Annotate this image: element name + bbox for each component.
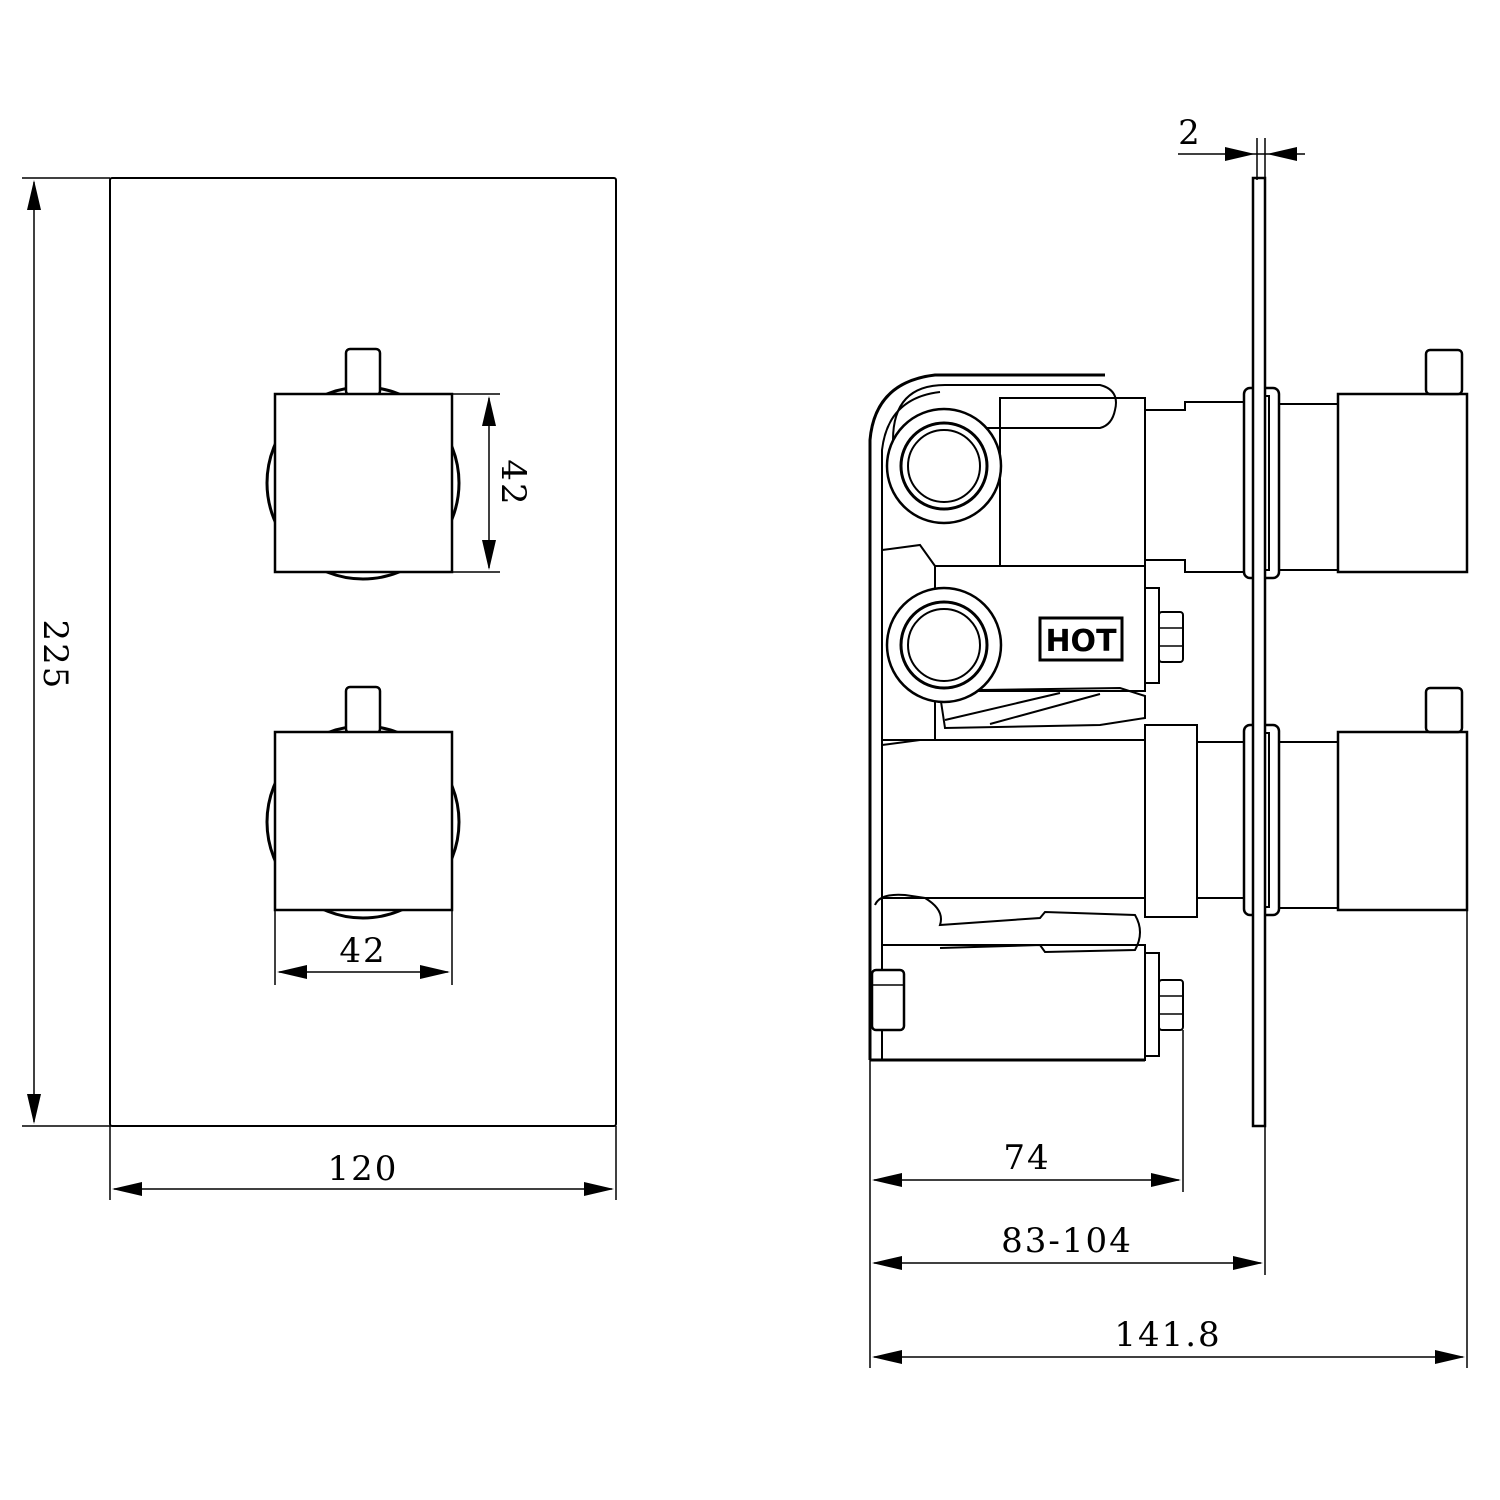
dimension-height: 225 (22, 177, 110, 1127)
height-label: 225 (35, 620, 75, 691)
dimension-body-depth: 74 (872, 1138, 1181, 1187)
lower-pipe (870, 893, 1141, 1032)
dimension-adjustable-depth: 83-104 (872, 1221, 1263, 1270)
dimension-plate-thickness: 2 (1178, 113, 1305, 180)
upper-bolt (1158, 611, 1184, 663)
upper-outlet-port (885, 407, 1003, 525)
handle-width-label: 42 (339, 931, 386, 971)
hot-label: HOT (1045, 624, 1117, 659)
front-plate (109, 177, 617, 1127)
wall-plate (1251, 176, 1267, 1128)
dimension-width: 120 (109, 1126, 617, 1200)
upper-handle (265, 347, 461, 581)
side-view: HOT (868, 113, 1469, 1368)
lower-cartridge (1196, 723, 1340, 917)
dimension-handle-width: 42 (274, 910, 453, 985)
handle-height-label: 42 (493, 459, 533, 506)
upper-side-handle (1336, 348, 1469, 574)
adjustable-depth-label: 83-104 (1001, 1221, 1133, 1261)
upper-cartridge (1145, 386, 1340, 580)
dimension-total-depth: 141.8 (872, 1315, 1465, 1364)
front-view: 225 120 42 42 (22, 177, 617, 1200)
width-label: 120 (328, 1149, 399, 1189)
lower-bolt (1158, 979, 1184, 1031)
lower-side-handle (1336, 686, 1469, 912)
dimension-handle-height: 42 (452, 393, 533, 573)
lower-handle (265, 685, 461, 920)
total-depth-label: 141.8 (1114, 1315, 1221, 1355)
hot-inlet-port (885, 586, 1003, 704)
hot-label-plate: HOT (1038, 616, 1124, 662)
plate-thickness-label: 2 (1178, 113, 1202, 153)
body-depth-label: 74 (1003, 1138, 1050, 1178)
